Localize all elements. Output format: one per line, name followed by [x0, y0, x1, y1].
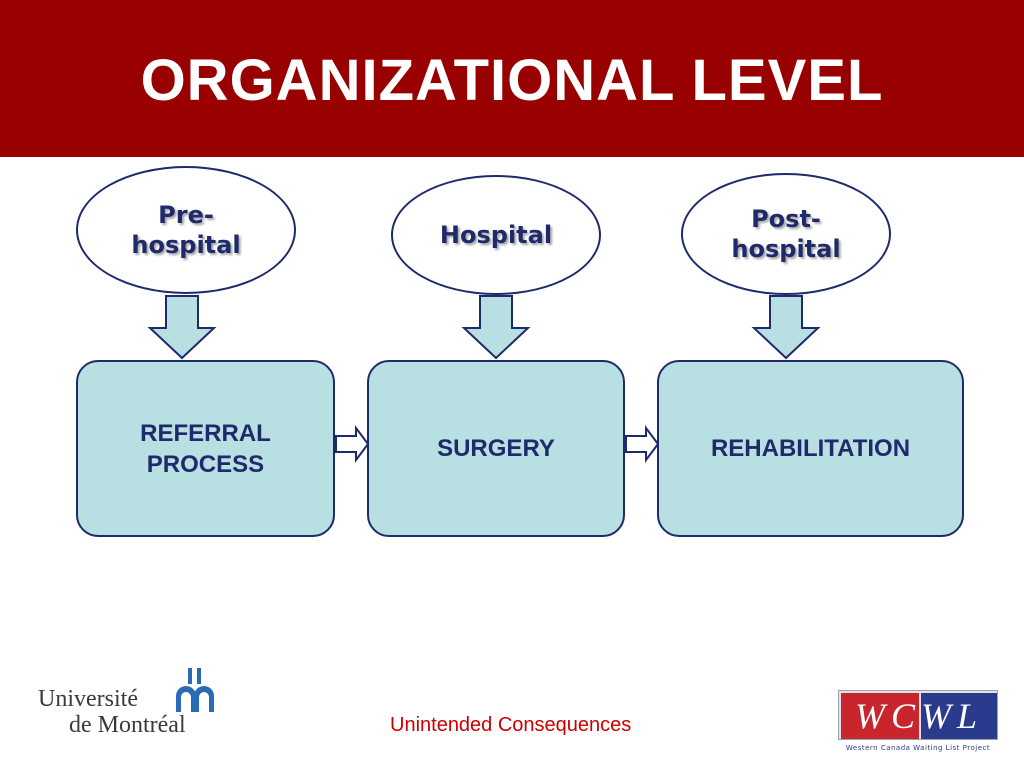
box-referral-process-label: REFERRAL PROCESS — [140, 419, 271, 478]
right-arrow-surgery-to-rehab — [625, 425, 660, 463]
title-bar: ORGANIZATIONAL LEVEL — [0, 0, 1024, 157]
oval-hospital-label: Hospital — [439, 221, 553, 249]
oval-pre-hospital: Pre- hospital — [76, 166, 296, 294]
down-arrow-post-hospital — [751, 295, 821, 360]
down-arrow-hospital — [461, 295, 531, 360]
footer-title: Unintended Consequences — [390, 714, 632, 736]
wcwl-logo: WCWL Western Canada Waiting List Project — [838, 690, 998, 764]
universite-de-montreal-logo: Université de Montréal — [38, 668, 228, 744]
slide-title: ORGANIZATIONAL LEVEL — [140, 48, 884, 113]
wcwl-logo-red-block — [841, 693, 919, 739]
udem-logo-line2: de Montréal — [69, 712, 186, 738]
wcwl-logo-mark: WCWL — [838, 690, 998, 740]
box-rehabilitation: REHABILITATION — [657, 360, 964, 537]
box-surgery-label: SURGERY — [437, 435, 555, 462]
oval-pre-hospital-label: Pre- hospital — [131, 201, 241, 259]
box-referral-process: REFERRAL PROCESS — [76, 360, 335, 537]
down-arrow-pre-hospital — [147, 295, 217, 360]
wcwl-logo-blue-block — [921, 693, 997, 739]
oval-post-hospital: Post- hospital — [681, 173, 891, 295]
box-rehabilitation-label: REHABILITATION — [710, 435, 911, 462]
box-surgery: SURGERY — [367, 360, 625, 537]
udem-emblem-icon — [176, 668, 214, 712]
udem-logo-line1: Université — [38, 686, 138, 712]
wcwl-logo-letters: WCWL — [854, 696, 983, 736]
wcwl-logo-tagline: Western Canada Waiting List Project — [845, 744, 991, 752]
right-arrow-referral-to-surgery — [335, 425, 370, 463]
oval-post-hospital-label: Post- hospital — [731, 205, 841, 263]
oval-hospital: Hospital — [391, 175, 601, 295]
